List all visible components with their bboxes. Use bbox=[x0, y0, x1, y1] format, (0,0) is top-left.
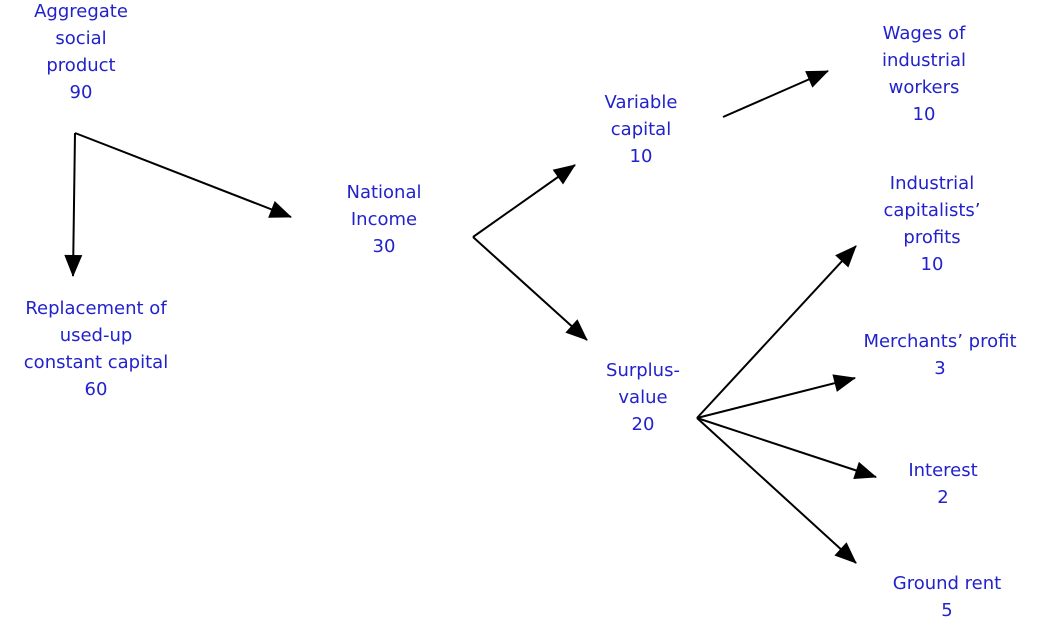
node-national-income: National Income 30 bbox=[346, 182, 422, 257]
node-aggregate-social-product: Aggregate social product 90 bbox=[34, 1, 128, 103]
node-replacement-constant-capital: Replacement of used-up constant capital … bbox=[23, 298, 169, 400]
node-interest: Interest 2 bbox=[908, 460, 978, 508]
arrow-surplus-value-to-ground-rent bbox=[696, 417, 857, 564]
arrow-variable-capital-to-wages bbox=[722, 70, 829, 118]
arrow-surplus-value-to-interest bbox=[696, 417, 877, 479]
node-variable-capital: Variable capital 10 bbox=[604, 92, 678, 167]
arrow-surplus-value-to-industrial-profits bbox=[696, 245, 857, 419]
arrow-surplus-value-to-merchants-profit bbox=[696, 374, 856, 419]
arrow-national-income-to-variable-capital bbox=[472, 164, 576, 238]
arrow-aggregate-to-national-income bbox=[74, 132, 292, 218]
arrow-aggregate-to-replacement bbox=[64, 132, 83, 277]
arrow-national-income-to-surplus-value bbox=[472, 236, 588, 341]
node-surplus-value: Surplus- value 20 bbox=[606, 360, 680, 435]
node-wages-industrial-workers: Wages of industrial workers 10 bbox=[881, 23, 967, 125]
node-merchants-profit: Merchants’ profit 3 bbox=[863, 331, 1017, 379]
node-ground-rent: Ground rent 5 bbox=[892, 573, 1002, 621]
node-industrial-capitalists-profits: Industrial capitalists’ profits 10 bbox=[883, 173, 981, 275]
